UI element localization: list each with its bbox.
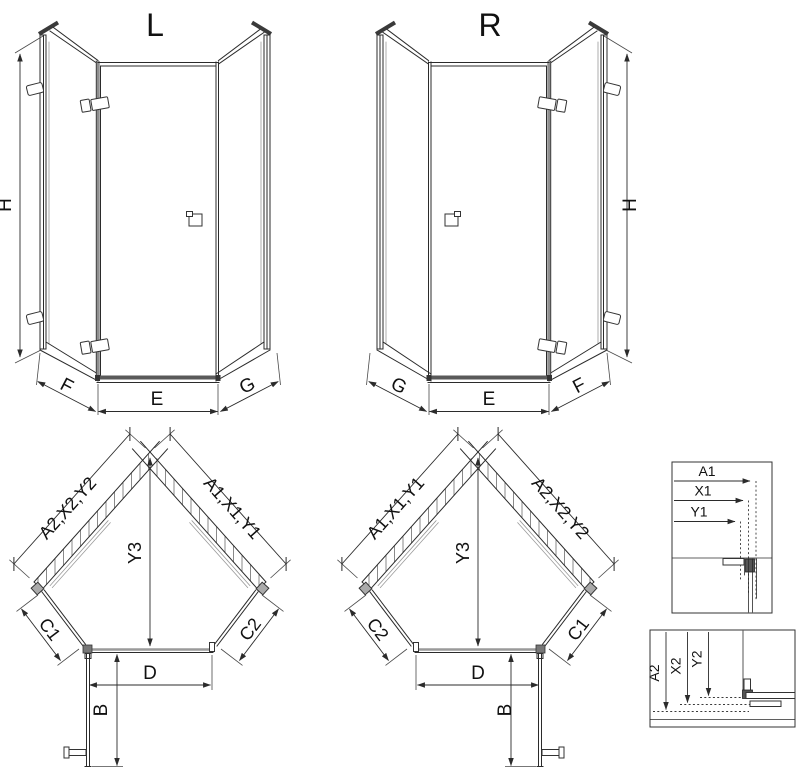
plan-left-d-label: D [143,663,157,684]
plan-right-b-label: B [495,704,516,717]
front-left-g-label: G [236,373,259,398]
detail-bottom-a2-label: A2 [646,664,662,681]
plan-left-c2-label: C2 [235,614,265,644]
plan-right-d-label: D [471,663,485,684]
plan-right-c2-label: C2 [363,614,393,644]
plan-right-c1-label: C1 [563,614,593,644]
plan-right-y3-label: Y3 [453,542,473,564]
front-left-title: L [146,7,164,43]
detail-top-a1-label: A1 [698,463,715,479]
front-left-e-label: E [151,389,164,410]
detail-box-bottom [649,629,796,728]
detail-top-x1-label: X1 [694,483,711,499]
front-view-right-geometry [367,23,633,416]
plan-left-y3-label: Y3 [125,542,145,564]
front-right-f-label: F [569,374,589,398]
plan-view-right-geometry [337,428,618,767]
detail-box-top [671,461,773,614]
front-right-e-label: E [483,389,496,410]
plan-left-c1-label: C1 [35,614,65,644]
front-right-title: R [478,7,501,43]
plan-left-b-label: B [91,704,112,717]
front-right-g-label: G [387,373,410,398]
detail-top-y1-label: Y1 [690,504,707,520]
detail-bottom-x2-label: X2 [668,657,684,674]
front-left-h-label: H [0,198,16,212]
front-right-h-label: H [620,198,641,212]
plan-view-left-geometry [9,428,290,767]
front-left-f-label: F [57,374,77,398]
detail-bottom-y2-label: Y2 [689,650,705,667]
front-view-left-geometry [15,23,281,416]
